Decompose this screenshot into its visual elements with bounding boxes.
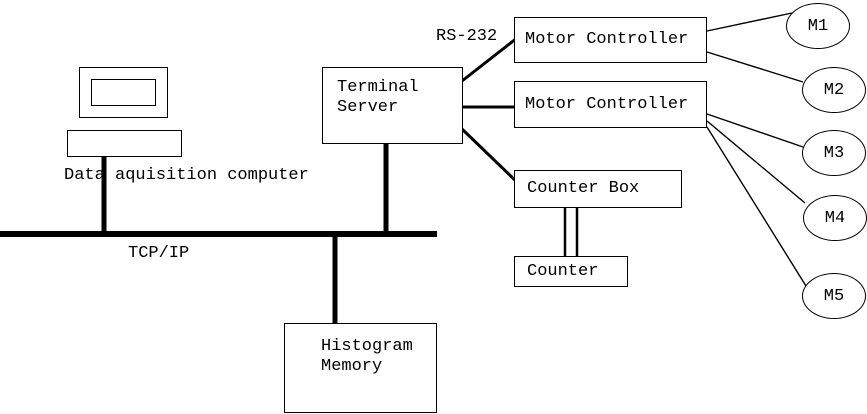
- terminal-server-label-line1: Terminal: [337, 78, 419, 97]
- mc-top-to-m2-line: [706, 51, 804, 83]
- terminal-server-box: Terminal Server: [322, 67, 463, 144]
- mc-bottom-to-m4-line: [706, 120, 806, 204]
- histogram-memory-box: Histogram Memory: [284, 323, 437, 413]
- motor-m1-ellipse: M1: [786, 3, 850, 49]
- counter-box-box: Counter Box: [514, 170, 682, 208]
- counter-box-label: Counter Box: [527, 179, 640, 198]
- motor-controller-bottom-label: Motor Controller: [525, 94, 689, 114]
- counter-box: Counter: [514, 256, 628, 287]
- histogram-memory-label-line1: Histogram: [321, 337, 413, 356]
- mc-bottom-to-m3-line: [706, 113, 804, 148]
- motor-m5-label: M5: [823, 286, 845, 306]
- motor-m5-ellipse: M5: [802, 273, 866, 319]
- mc-top-to-m1-line: [706, 12, 793, 32]
- motor-m3-label: M3: [823, 143, 845, 163]
- motor-controller-top-box: Motor Controller: [514, 17, 707, 63]
- motor-m4-ellipse: M4: [803, 195, 867, 241]
- motor-m1-label: M1: [807, 16, 829, 36]
- counter-label: Counter: [527, 261, 599, 281]
- ts-to-counter-box-line: [460, 127, 520, 185]
- computer-caption: Data aquisition computer: [64, 166, 309, 185]
- rs232-label: RS-232: [436, 27, 498, 46]
- histogram-memory-label-line2: Memory: [321, 357, 383, 376]
- motor-m4-label: M4: [824, 208, 846, 228]
- computer-keyboard-icon: [67, 130, 182, 157]
- mc-bottom-to-m5-line: [706, 126, 807, 287]
- computer-monitor-icon: [79, 67, 168, 118]
- motor-controller-top-label: Motor Controller: [525, 30, 689, 49]
- motor-m3-ellipse: M3: [802, 130, 866, 176]
- motor-controller-bottom-box: Motor Controller: [514, 81, 707, 128]
- ts-to-mc-top-line: [461, 36, 518, 83]
- motor-m2-ellipse: M2: [802, 67, 866, 113]
- motor-m2-label: M2: [823, 80, 845, 100]
- computer-screen-icon: [91, 79, 156, 106]
- terminal-server-label-line2: Server: [337, 98, 399, 117]
- tcpip-label: TCP/IP: [128, 244, 190, 263]
